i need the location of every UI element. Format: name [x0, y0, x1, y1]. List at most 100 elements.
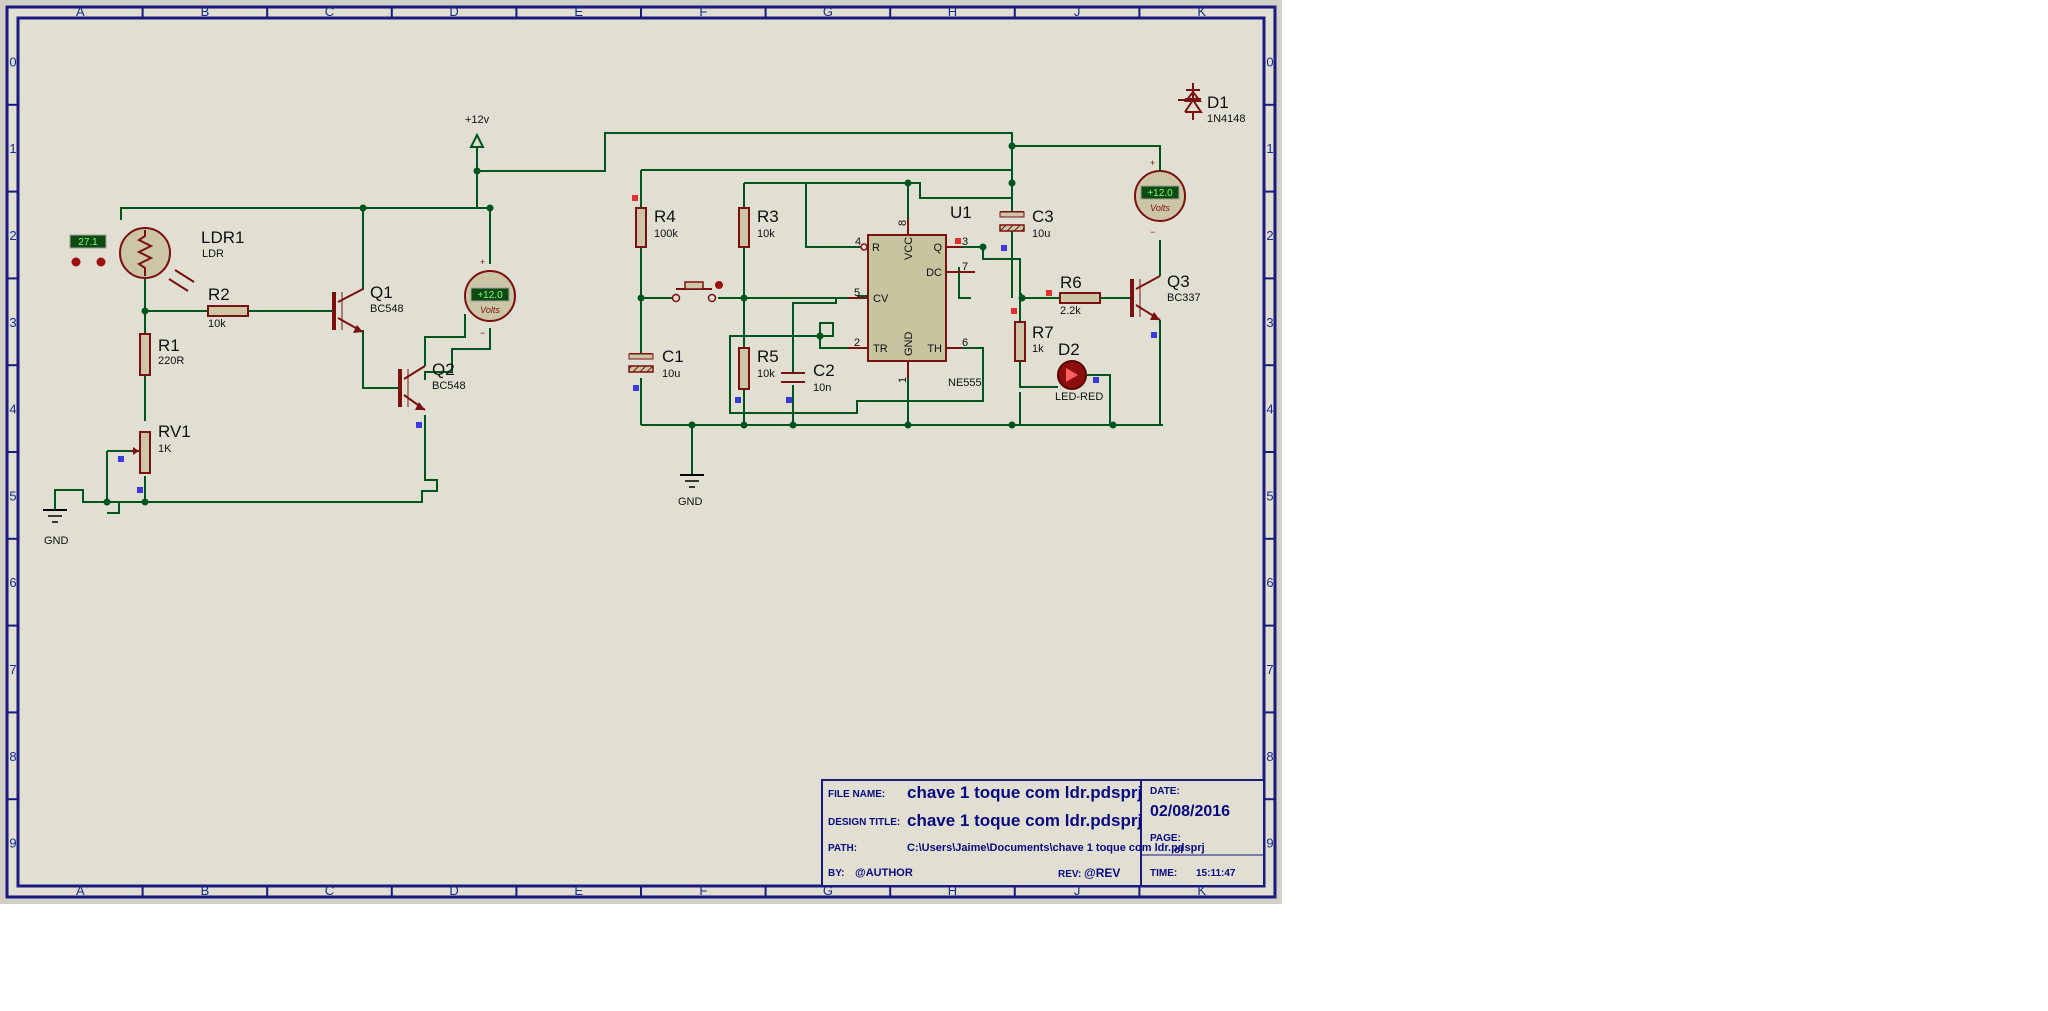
grid-col-bottom-J: J	[1074, 883, 1081, 898]
r7-value: 1k	[1032, 343, 1044, 355]
voltmeter-right[interactable]: +12.0 Volts + −	[1012, 145, 1186, 237]
grid-col-bottom-H: H	[948, 883, 957, 898]
grid-row-right-6: 6	[1266, 575, 1273, 590]
grid-col-bottom-E: E	[574, 883, 583, 898]
r5[interactable]: R5 10k	[735, 347, 779, 403]
r3-value: 10k	[757, 228, 775, 240]
supply-12v[interactable]: +12v	[465, 114, 490, 171]
date-value: 02/08/2016	[1150, 803, 1230, 820]
grid-row-left-9: 9	[9, 836, 16, 851]
grid-row-right-8: 8	[1266, 749, 1273, 764]
q2-ref: Q2	[432, 360, 455, 379]
r2-ref: R2	[208, 285, 230, 304]
grid-col-top-B: B	[201, 4, 210, 19]
by-label: BY:	[828, 868, 844, 879]
design-title-value: chave 1 toque com ldr.pdsprj	[907, 811, 1142, 830]
ldr1[interactable]: LDR1 LDR	[119, 227, 244, 292]
grid-col-top-K: K	[1197, 4, 1206, 19]
voltmeter-right-reading: +12.0	[1147, 188, 1173, 199]
d2-led[interactable]: D2 LED-RED	[1055, 340, 1111, 425]
svg-text:−: −	[1150, 227, 1155, 237]
r4-value: 100k	[654, 228, 678, 240]
author-value: @AUTHOR	[855, 867, 913, 879]
u1-pin-num-5: 5	[854, 287, 860, 299]
grid-col-top-D: D	[449, 4, 458, 19]
r7-ref: R7	[1032, 323, 1054, 342]
grid-row-right-2: 2	[1266, 228, 1273, 243]
grid-col-top-F: F	[699, 4, 707, 19]
gnd-mid[interactable]: GND	[678, 425, 704, 508]
r3[interactable]: R3 10k	[738, 207, 779, 248]
path-value: C:\Users\Jaime\Documents\chave 1 toque c…	[907, 842, 1205, 854]
file-name-value: chave 1 toque com ldr.pdsprj	[907, 783, 1142, 802]
c3-value: 10u	[1032, 228, 1050, 240]
voltmeter-left-unit: Volts	[480, 305, 500, 315]
gnd-left[interactable]: GND	[43, 502, 69, 547]
c3-ref: C3	[1032, 207, 1054, 226]
u1-pin-th: TH	[927, 343, 942, 355]
u1-pin-num-8: 8	[897, 220, 909, 226]
svg-text:+: +	[1150, 158, 1155, 168]
page-label: PAGE:	[1150, 833, 1181, 844]
c2[interactable]: C2 10n	[781, 303, 835, 403]
d1-diode[interactable]: D1 1N4148	[1178, 83, 1246, 125]
grid-col-top-J: J	[1074, 4, 1081, 19]
push-button[interactable]	[671, 281, 724, 303]
c2-ref: C2	[813, 361, 835, 380]
r2-value: 10k	[208, 318, 226, 330]
grid-row-right-1: 1	[1266, 141, 1273, 156]
u1-pin-r: R	[872, 242, 880, 254]
u1-pin-q: Q	[933, 242, 942, 254]
c2-value: 10n	[813, 382, 831, 394]
u1-pin-num-2: 2	[854, 337, 860, 349]
wire-supply-top	[477, 132, 1013, 172]
svg-text:+: +	[480, 257, 485, 267]
c1-ref: C1	[662, 347, 684, 366]
u1-ne555[interactable]: R Q DC CV TR TH VCC GND 4 8 3 7 5 2 6 1 …	[848, 203, 982, 389]
voltmeter-left[interactable]: +12.0 Volts + −	[464, 257, 516, 338]
grid-row-right-5: 5	[1266, 488, 1273, 503]
r1-value: 220R	[158, 355, 184, 367]
rv1[interactable]: RV1 1K	[118, 422, 191, 493]
svg-text:−: −	[480, 328, 485, 338]
grid-col-top-G: G	[823, 4, 833, 19]
d2-value: LED-RED	[1055, 391, 1103, 403]
r6-value: 2.2k	[1060, 305, 1081, 317]
u1-pin-num-3: 3	[962, 236, 968, 248]
gnd-mid-label: GND	[678, 496, 703, 508]
q3[interactable]: Q3 BC337	[1012, 240, 1201, 426]
q3-value: BC337	[1167, 292, 1201, 304]
date-label: DATE:	[1150, 786, 1180, 797]
r1[interactable]: R1 220R	[139, 333, 184, 376]
d1-ref: D1	[1207, 93, 1229, 112]
u1-pin-num-1: 1	[897, 377, 909, 383]
r4-ref: R4	[654, 207, 676, 226]
r2[interactable]: R2 10k	[207, 285, 249, 330]
rev-label: REV:	[1058, 869, 1081, 880]
r7[interactable]: R7 1k	[1011, 308, 1058, 388]
voltmeter-left-reading: +12.0	[477, 290, 503, 301]
voltmeter-right-unit: Volts	[1150, 203, 1170, 213]
q1-value: BC548	[370, 303, 404, 315]
r4[interactable]: R4 100k	[632, 195, 678, 248]
grid-col-top-C: C	[325, 4, 334, 19]
u1-value: NE555	[948, 377, 982, 389]
u1-pin-vcc: VCC	[903, 237, 915, 260]
r6[interactable]: R6 2.2k	[1046, 273, 1130, 317]
q3-ref: Q3	[1167, 272, 1190, 291]
c3[interactable]: C3 10u	[999, 198, 1054, 298]
q1[interactable]: Q1 BC548	[332, 283, 404, 333]
u1-pin-tr: TR	[873, 343, 888, 355]
ldr1-value: LDR	[202, 248, 224, 260]
grid-col-bottom-K: K	[1197, 883, 1206, 898]
u1-pin-dc: DC	[926, 267, 942, 279]
c1[interactable]: C1 10u	[628, 347, 684, 391]
grid-col-bottom-D: D	[449, 883, 458, 898]
u1-pin-cv: CV	[873, 293, 889, 305]
grid-col-top-A: A	[76, 4, 85, 19]
r5-ref: R5	[757, 347, 779, 366]
grid-col-bottom-F: F	[699, 883, 707, 898]
grid-row-left-8: 8	[9, 749, 16, 764]
q2[interactable]: Q2 BC548	[398, 360, 466, 428]
ldr1-display-value: 27.1	[78, 237, 98, 248]
